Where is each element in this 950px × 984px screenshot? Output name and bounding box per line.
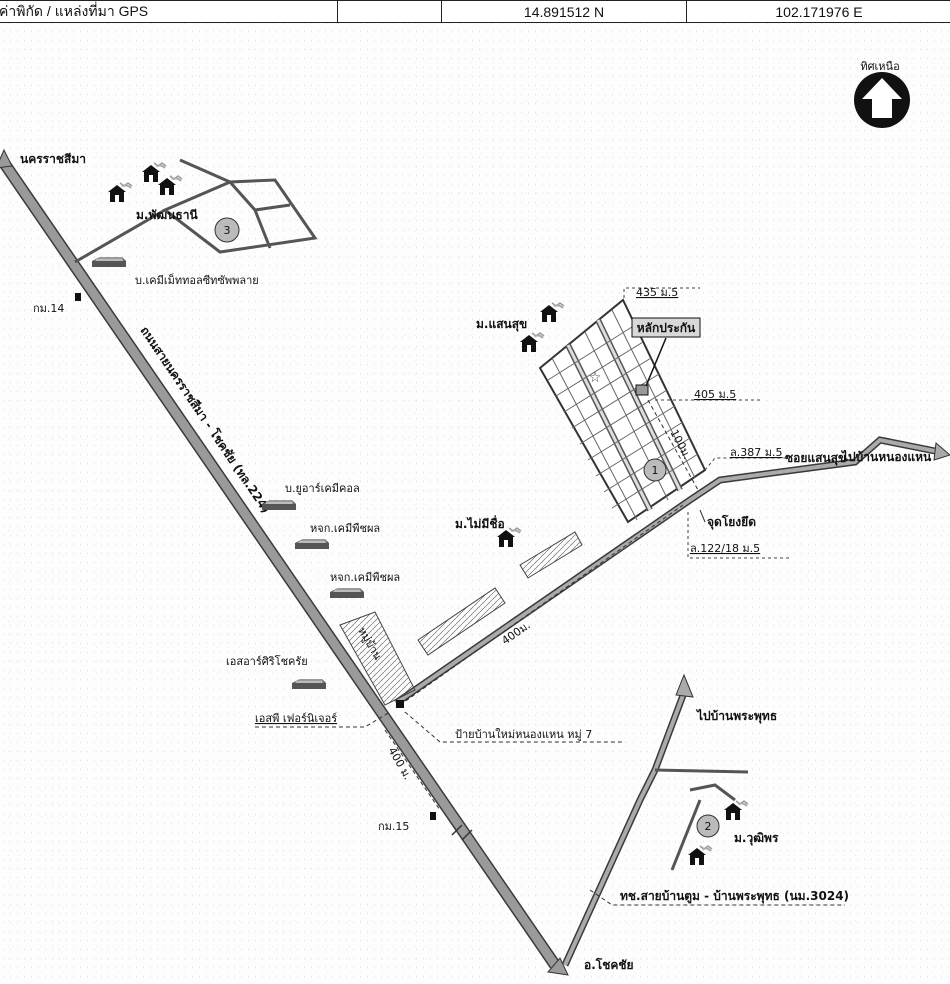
distance-line-100m [647,399,699,491]
gps-label-cell: ค่าพิกัด / แหล่งที่มา GPS [0,1,338,22]
highway-label: ถนนสายนครราชสีมา - โชคชัย (ทล.224) [138,323,275,515]
soi-saen-suk-road [394,436,950,706]
factory-sr-label: เอสอาร์ศิริโชครัย [226,654,308,668]
gps-longitude-cell: 102.171976 E [775,3,863,20]
label-nakhon-ratchasima: นครราชสีมา [20,152,86,166]
factory-chem-1-label: หจก.เคมีพืชผล [310,522,380,535]
leader-line [255,711,391,728]
lot-122-label: ล.122/18 ม.5 [690,542,760,555]
marker-circle-1 [643,458,667,482]
house-icon [519,332,545,353]
leader-line [589,889,845,906]
housing-block [339,611,416,706]
collateral-box [631,317,701,338]
label-ban-phra-phut: ไปบ้านพระพุทธ [695,708,777,724]
marker-circle-3 [214,217,240,243]
label-chok-chai: อ.โชคชัย [584,957,634,972]
house-icon [107,182,133,203]
gps-empty-cell [338,1,442,22]
soi-saen-suk-label: ซอยแสนสุข [785,451,846,466]
distance-line-400m-highway [384,729,441,811]
lot-435-label: 435 ม.5 [636,286,678,299]
house-icon [539,302,565,323]
gps-latitude-cell: 14.891512 N [442,1,687,22]
km14-marker-icon [75,293,81,301]
factory-chem-2-label: หจก.เคมีพืชผล [330,571,400,584]
lot-405-label: 405 ม.5 [694,388,736,401]
leader-line [623,287,700,298]
row-houses-block [519,531,583,579]
collateral-plot [635,384,649,396]
marker-circle-2-label: 2 [705,820,712,833]
north-arrow-icon [854,72,910,128]
village-sign-label: ป้ายบ้านใหม่หนองแหน หมู่ 7 [455,728,592,741]
village-mai-mi-chue-label: ม.ไม่มีชื่อ [455,515,505,531]
road-break-icon [451,824,473,841]
road-3024 [561,673,749,967]
road-3024-label: ทช.สายบ้านตูม - บ้านพระพุทธ (นม.3024) [620,889,849,904]
house-icon [141,162,167,183]
km14-label: กม.14 [33,302,64,315]
factory-u-r-chemical-label: บ.ยูอาร์เคมีคอล [285,482,360,495]
leader-line [404,711,625,743]
factory-icon [91,256,127,268]
factory-icon [329,587,365,599]
arrow-south-east-icon [547,957,569,976]
marker-circle-1-label: 1 [652,464,659,477]
km15-marker-icon [430,812,436,820]
arrow-east-icon [933,442,950,461]
row-houses-block [417,587,506,656]
arrow-north-icon [675,673,694,698]
leader-line [687,512,790,559]
distance-line-400m [399,504,684,706]
start-point-label: จุดโยงยึด [707,514,756,530]
village-wutthiphon-label: ม.วุฒิพร [734,831,779,846]
factory-sp-furniture-label: เอสพี เฟอร์นิเจอร์ [255,712,337,725]
gps-header-row: ค่าพิกัด / แหล่งที่มา GPS 14.891512 N 10… [0,0,950,23]
marker-circle-3-label: 3 [224,224,231,237]
house-icon [723,800,749,821]
village-phatthana-thani-label: ม.พัฒนธานี [136,208,198,222]
km15-label: กม.15 [378,820,409,833]
village-phatthana-thani-roads [74,158,318,264]
arrow-north-west-icon [0,148,13,169]
factory-icon [261,499,297,511]
highway-224 [0,148,569,976]
house-icon [687,845,713,866]
leader-line [704,457,790,471]
factory-icon [291,678,327,690]
factory-chemical-label: บ.เคมีเม็ททอลซีทซัพพลาย [135,273,259,287]
lot-387-label: ล.387 ม.5 [730,446,782,459]
village-saen-suk-label: ม.แสนสุข [476,317,527,332]
house-icon [157,175,183,196]
compass-label: ทิศเหนือ [860,60,899,73]
factory-icon [294,538,330,550]
label-ban-nong-haen: ไปบ้านหนองแหน [840,449,932,464]
star-icon: ☆ [589,370,602,386]
sign-marker-icon [396,700,404,708]
marker-circle-2 [696,814,720,838]
leader-line [699,509,706,523]
collateral-label: หลักประกัน [637,321,696,335]
collateral-pointer [645,337,667,387]
